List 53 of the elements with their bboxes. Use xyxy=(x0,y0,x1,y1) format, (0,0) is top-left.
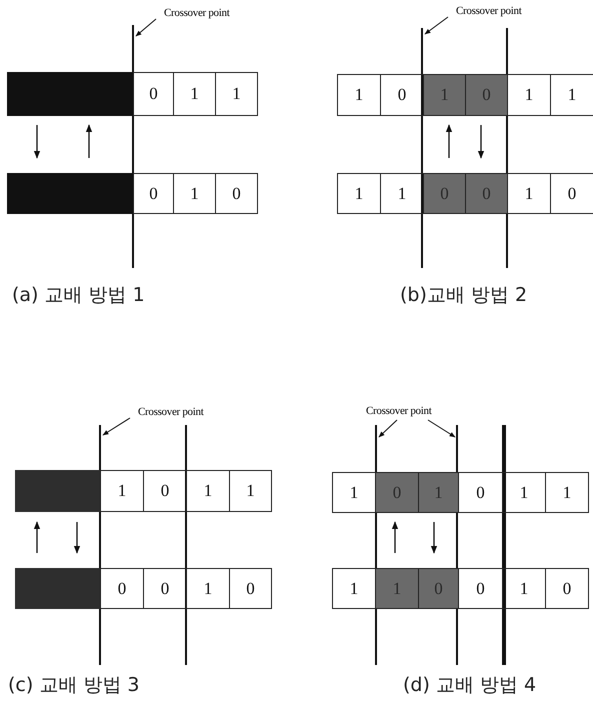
gene-cell: 0 xyxy=(143,568,187,609)
leader-arrow xyxy=(424,16,448,34)
gene-cell: 1 xyxy=(507,173,551,214)
gene-block xyxy=(7,173,133,214)
gene-cell: 0 xyxy=(465,74,508,116)
crossover-label: Crossover point xyxy=(456,5,522,17)
gene-cell: 0 xyxy=(550,173,593,214)
gene-cell: 1 xyxy=(550,74,593,116)
crossover-label: Crossover point xyxy=(138,406,204,418)
gene-cell: 0 xyxy=(375,472,419,513)
leader-arrow xyxy=(102,418,130,436)
gene-cell: 0 xyxy=(458,568,503,609)
gene-cell: 1 xyxy=(215,72,258,116)
gene-cell: 0 xyxy=(465,173,508,214)
gene-cell: 1 xyxy=(173,173,216,214)
gene-cell: 1 xyxy=(337,173,381,214)
gene-block xyxy=(15,470,100,512)
gene-cell: 0 xyxy=(423,173,466,214)
gene-cell: 1 xyxy=(502,472,546,513)
gene-block xyxy=(7,72,133,116)
gene-cell: 1 xyxy=(173,72,216,116)
gene-cell: 0 xyxy=(229,568,272,609)
gene-block xyxy=(15,568,100,609)
gene-cell: 0 xyxy=(545,568,589,609)
gene-cell: 1 xyxy=(229,470,272,512)
gene-cell: 1 xyxy=(507,74,551,116)
caption: (a) 교배 방법 1 xyxy=(12,283,145,308)
gene-cell: 1 xyxy=(375,568,419,609)
gene-cell: 0 xyxy=(133,173,174,214)
gene-cell: 0 xyxy=(418,568,459,609)
crossover-label: Crossover point xyxy=(366,405,432,417)
caption: (b)교배 방법 2 xyxy=(400,283,528,308)
gene-cell: 0 xyxy=(143,470,187,512)
caption: (d) 교배 방법 4 xyxy=(403,673,536,698)
gene-cell: 1 xyxy=(418,472,459,513)
gene-cell: 0 xyxy=(215,173,258,214)
gene-cell: 0 xyxy=(100,568,144,609)
gene-cell: 0 xyxy=(458,472,503,513)
crossover-line xyxy=(421,28,423,268)
gene-cell: 1 xyxy=(186,470,230,512)
gene-cell: 1 xyxy=(186,568,230,609)
leader-arrow xyxy=(378,420,398,438)
gene-cell: 1 xyxy=(100,470,144,512)
leader-arrow xyxy=(428,420,456,438)
leader-arrow xyxy=(136,18,156,36)
crossover-label: Crossover point xyxy=(164,7,230,19)
caption: (c) 교배 방법 3 xyxy=(8,673,140,698)
gene-cell: 1 xyxy=(423,74,466,116)
gene-cell: 1 xyxy=(337,74,381,116)
gene-cell: 1 xyxy=(502,568,546,609)
crossover-line xyxy=(185,425,187,665)
gene-cell: 1 xyxy=(545,472,589,513)
gene-cell: 0 xyxy=(133,72,174,116)
